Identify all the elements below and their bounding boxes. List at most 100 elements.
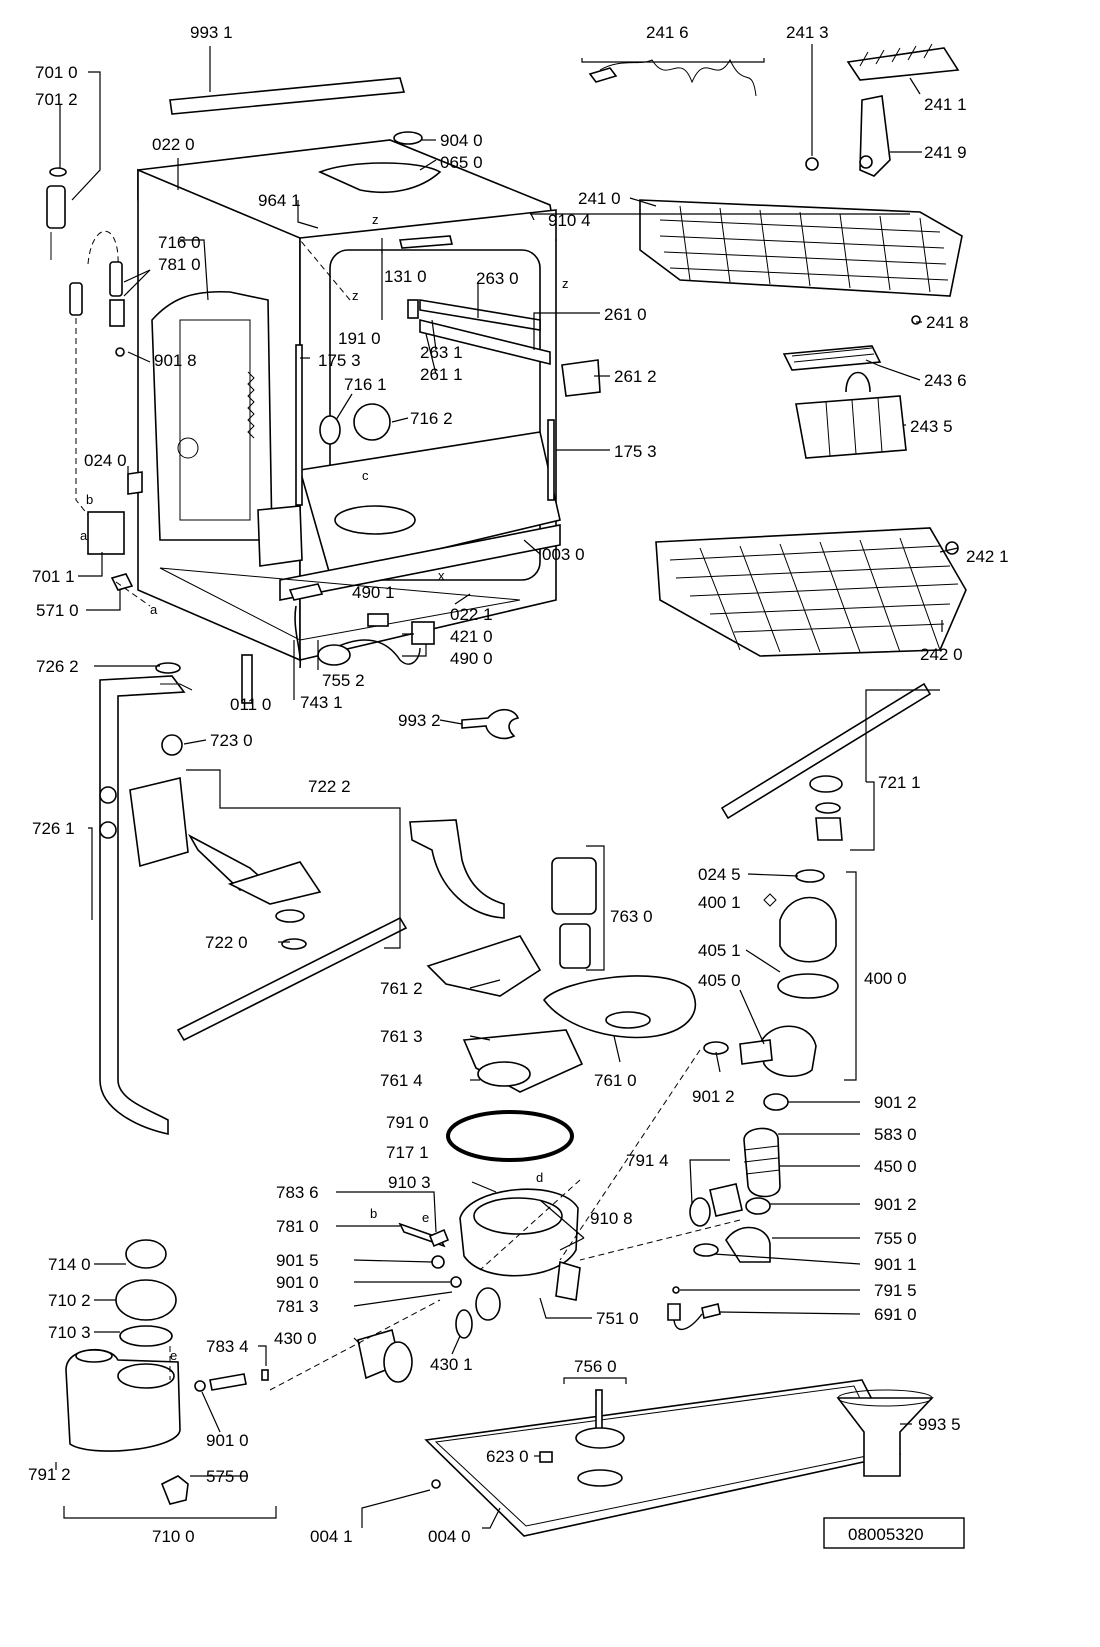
float-stem — [595, 1389, 603, 1433]
nut-7230 — [161, 734, 183, 756]
label-7836: 783 6 — [276, 1183, 319, 1202]
hose-connector — [109, 299, 125, 327]
side-vent — [177, 437, 199, 459]
sensor-wire — [673, 1313, 703, 1331]
filter-cylinder-7630 — [551, 857, 597, 915]
clamp-9010b — [194, 1380, 206, 1392]
label-9012c: 901 2 — [874, 1195, 917, 1214]
label-7910: 791 0 — [386, 1113, 429, 1132]
label-4300: 430 0 — [274, 1329, 317, 1348]
sensor-5750 — [160, 1475, 189, 1505]
label-0040: 004 0 — [428, 1527, 471, 1546]
gasket-7614 — [477, 1061, 531, 1087]
clamp-9012b — [763, 1093, 789, 1111]
marker-d: d — [536, 1170, 543, 1185]
basket-stop-2418 — [911, 315, 921, 325]
conduit-top-detail — [160, 683, 193, 691]
label-7140: 714 0 — [48, 1255, 91, 1274]
inner-side-shell — [151, 290, 273, 541]
rail-clip — [407, 299, 419, 319]
label-4001 — [763, 893, 777, 907]
inlet-hose-loop — [87, 230, 119, 267]
dash-z1 — [299, 239, 351, 301]
spray-arm-parts — [99, 662, 932, 1135]
marker-e1: e — [422, 1210, 429, 1225]
filter-holder-7612 — [426, 935, 542, 997]
label-7510: 751 0 — [596, 1309, 639, 1328]
hose-clamp-left — [69, 282, 83, 316]
sump-heater-port — [475, 1287, 501, 1321]
label-2421: 242 1 — [966, 547, 1009, 566]
leader-lines — [55, 44, 959, 1529]
clamp-9012c — [745, 1197, 771, 1215]
sump-top — [473, 1197, 563, 1235]
label-2435: 243 5 — [910, 417, 953, 436]
label-7102: 710 2 — [48, 1291, 91, 1310]
label-0245: 024 5 — [698, 865, 741, 884]
label-0240: 024 0 — [84, 451, 127, 470]
conduit-port-1 — [99, 786, 117, 804]
drain-connector — [110, 573, 134, 591]
label-7103: 710 3 — [48, 1323, 91, 1342]
label-7171: 717 1 — [386, 1143, 429, 1162]
tub-cabinet — [127, 77, 601, 662]
cap-0245 — [795, 869, 825, 883]
label-9012a: 901 2 — [692, 1087, 735, 1106]
label-2436: 243 6 — [924, 371, 967, 390]
hinge-bracket — [257, 505, 303, 567]
cutlery-cover-grid — [791, 347, 875, 363]
hose-clamp-right — [109, 261, 123, 297]
reference-box: 08005320 — [823, 1517, 965, 1549]
tine-clip — [588, 67, 618, 83]
door-spring — [247, 371, 255, 439]
cutlery-basket-assembly — [782, 345, 907, 459]
mesh-filter-hole — [605, 1011, 651, 1029]
arm-hub — [809, 775, 843, 793]
conduit-port-2 — [99, 821, 117, 839]
label-9010b: 901 0 — [206, 1431, 249, 1450]
rail-upper — [419, 299, 541, 331]
reference-code: 08005320 — [848, 1525, 924, 1544]
hub-nut — [275, 909, 305, 923]
label-4901: 490 1 — [352, 583, 395, 602]
label-9040: 904 0 — [440, 131, 483, 150]
cutlery-dividers — [825, 397, 883, 457]
top-strip — [169, 77, 406, 115]
inlet-valve — [46, 185, 66, 229]
marker-c: c — [362, 468, 369, 483]
elbow-hose-7550 — [725, 1226, 771, 1263]
hose-path — [75, 318, 93, 521]
label-2410: 241 0 — [578, 189, 621, 208]
marker-z3: z — [562, 276, 569, 291]
label-4000: 400 0 — [864, 969, 907, 988]
label-9932: 993 2 — [398, 711, 441, 730]
hose-end-7834 — [261, 1369, 269, 1381]
hose-end-7836 — [428, 1228, 450, 1248]
label-7160: 716 0 — [158, 233, 201, 252]
label-9015: 901 5 — [276, 1251, 319, 1270]
dash-pump — [559, 1049, 701, 1261]
label-7613: 761 3 — [380, 1027, 423, 1046]
seal-strip-left — [295, 344, 303, 506]
label-9641: 964 1 — [258, 191, 301, 210]
label-0030: 003 0 — [542, 545, 585, 564]
label-2610: 261 0 — [604, 305, 647, 324]
upper-basket-assembly — [588, 43, 963, 325]
cup-shelf-ribs — [859, 43, 933, 67]
pump-inlet — [739, 1039, 773, 1065]
label-2612: 261 2 — [614, 367, 657, 386]
marker-z2: z — [372, 212, 379, 227]
label-7810b: 781 0 — [276, 1217, 319, 1236]
marker-letters: a a b b c d e e x z z z — [80, 212, 569, 1363]
arm-nut — [815, 817, 843, 841]
lower-basket-wires-v — [699, 537, 941, 653]
label-5750: 575 0 — [206, 1467, 249, 1486]
softener-lid — [75, 1349, 113, 1363]
tub-bottom — [298, 431, 561, 576]
marker-a1: a — [150, 602, 158, 617]
marker-b2: b — [370, 1206, 377, 1221]
door-catch — [288, 583, 324, 601]
label-7610: 761 0 — [594, 1071, 637, 1090]
base-frame — [159, 567, 521, 641]
